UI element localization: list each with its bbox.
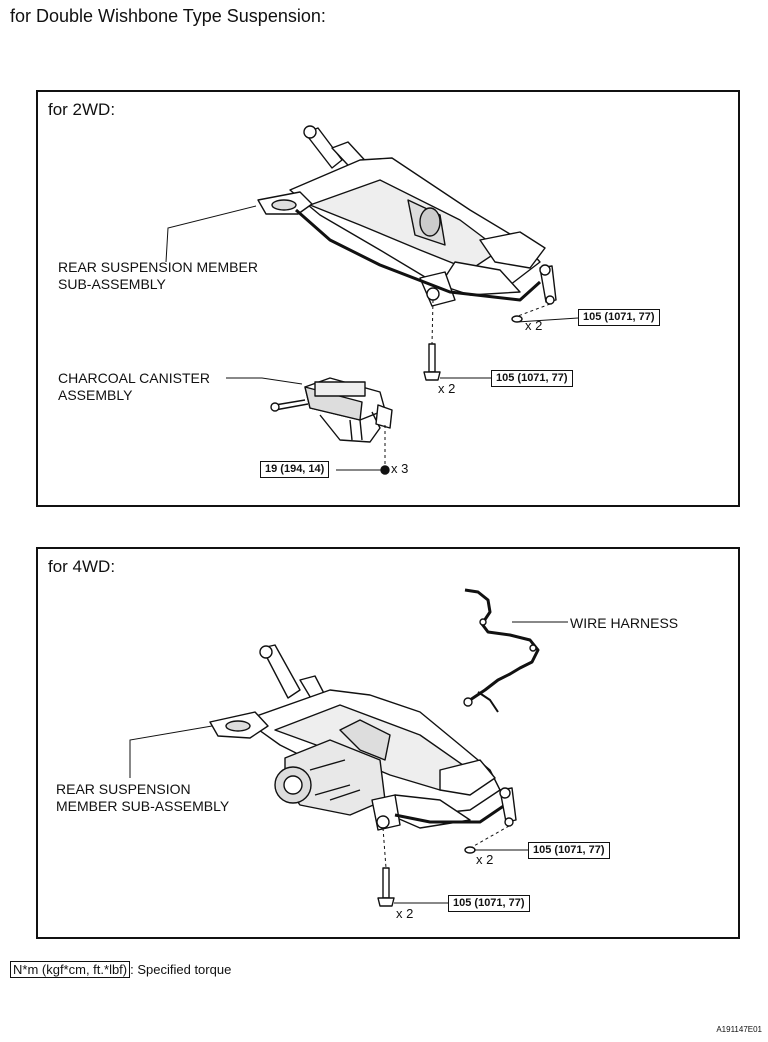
- member-4wd-label-line1: REAR SUSPENSION: [56, 781, 191, 797]
- page-title: for Double Wishbone Type Suspension:: [10, 6, 326, 26]
- torque-canister: 19 (194, 14): [260, 461, 330, 478]
- qty-nut-4wd: x 2: [476, 852, 494, 867]
- suspension-member-2wd-drawing: [257, 125, 557, 307]
- wire-harness-label: WIRE HARNESS: [570, 615, 679, 631]
- suspension-member-4wd-drawing: [209, 644, 517, 831]
- member-4wd-label-line2: MEMBER SUB-ASSEMBLY: [56, 798, 230, 814]
- qty-bolt-2wd: x 2: [438, 381, 456, 396]
- bolt-4wd-drawing: [377, 867, 395, 907]
- canister-label-line2: ASSEMBLY: [58, 387, 133, 403]
- charcoal-canister-drawing: [270, 377, 393, 475]
- document-id: A191147E01: [716, 1025, 762, 1034]
- torque-legend-text: : Specified torque: [130, 962, 232, 977]
- torque-bolt-4wd: 105 (1071, 77): [448, 895, 530, 912]
- qty-nut-2wd: x 2: [525, 318, 543, 333]
- wire-harness-drawing: [463, 588, 540, 713]
- torque-nut-2wd: 105 (1071, 77): [578, 309, 660, 326]
- leader-member-4wd: [129, 725, 213, 778]
- panel-2wd: for 2WD:: [36, 90, 740, 507]
- torque-unit-box: N*m (kgf*cm, ft.*lbf): [10, 961, 131, 978]
- torque-nut-4wd: 105 (1071, 77): [528, 842, 610, 859]
- member-2wd-label-line2: SUB-ASSEMBLY: [58, 276, 166, 292]
- leader-nut-2wd: [516, 317, 579, 323]
- leader-canister: [226, 377, 303, 385]
- torque-bolt-2wd: 105 (1071, 77): [491, 370, 573, 387]
- canister-label-line1: CHARCOAL CANISTER: [58, 370, 210, 386]
- leader-member-2wd: [165, 205, 257, 263]
- torque-legend: N*m (kgf*cm, ft.*lbf): Specified torque: [10, 961, 232, 978]
- panel-4wd-heading: for 4WD:: [48, 557, 116, 576]
- qty-bolt-4wd: x 2: [396, 906, 414, 921]
- panel-4wd: for 4WD:: [36, 547, 740, 939]
- qty-canister: x 3: [391, 461, 409, 476]
- panel-2wd-heading: for 2WD:: [48, 100, 116, 119]
- member-2wd-label-line1: REAR SUSPENSION MEMBER: [58, 259, 258, 275]
